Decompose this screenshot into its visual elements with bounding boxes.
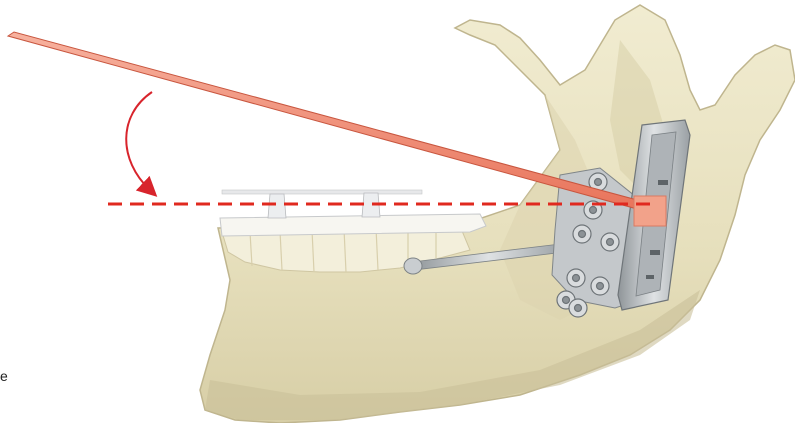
mandible-body <box>200 5 795 423</box>
margin-text: e <box>0 368 8 384</box>
occlusal-splint <box>220 190 486 236</box>
rotation-arrow <box>126 92 152 190</box>
mandible <box>200 5 795 423</box>
rod-tip-block <box>634 196 666 226</box>
